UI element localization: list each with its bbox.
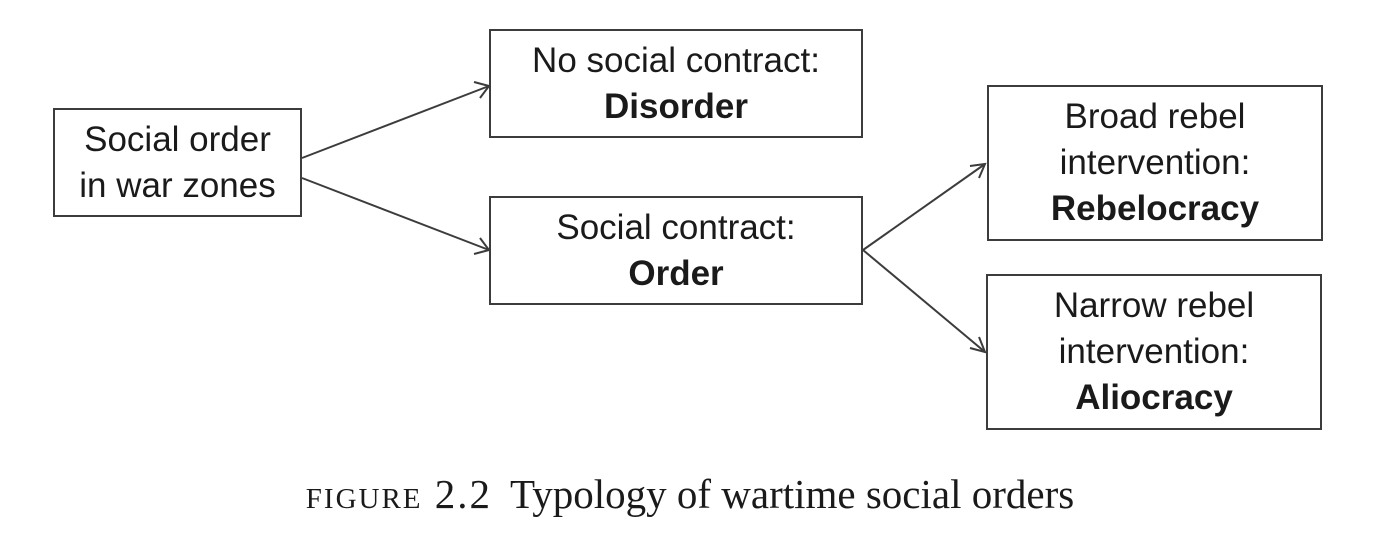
arrow-order-to-aliocracy [862, 249, 986, 353]
social-order-in-war-zones-box: Social order in war zones [53, 108, 302, 217]
root-label-line-2: in war zones [79, 165, 276, 205]
rebelocracy-term: Rebelocracy [1050, 189, 1260, 228]
narrow-rebel-intervention-box: Narrow rebel intervention: Aliocracy [986, 274, 1322, 430]
figure-caption: figure 2.2 Typology of wartime social ord… [0, 466, 1380, 522]
order-term: Order [628, 253, 724, 293]
arrowhead-aliocracy [969, 336, 987, 354]
broad-rebel-intervention-box: Broad rebel intervention: Rebelocracy [987, 85, 1323, 241]
disorder-term: Disorder [604, 86, 748, 126]
contract-label: Social contract: [556, 207, 796, 247]
narrow-label-line-1: Narrow rebel [1053, 286, 1255, 325]
no-social-contract-box: No social contract: Disorder [489, 29, 863, 138]
figure-title: Typology of wartime social orders [510, 471, 1075, 517]
arrowhead-rebelocracy [969, 162, 987, 179]
broad-label-line-1: Broad rebel [1064, 97, 1246, 136]
social-contract-box: Social contract: Order [489, 196, 863, 305]
broad-label-line-2: intervention: [1059, 143, 1251, 182]
root-label-line-1: Social order [84, 119, 271, 159]
figure-label: figure 2.2 [305, 471, 493, 517]
arrow-order-to-rebelocracy [862, 163, 986, 251]
no-contract-label: No social contract: [532, 40, 820, 80]
narrow-label-line-2: intervention: [1058, 332, 1250, 371]
arrow-root-to-disorder [301, 85, 490, 159]
arrow-root-to-order [301, 177, 490, 251]
aliocracy-term: Aliocracy [1075, 378, 1233, 417]
